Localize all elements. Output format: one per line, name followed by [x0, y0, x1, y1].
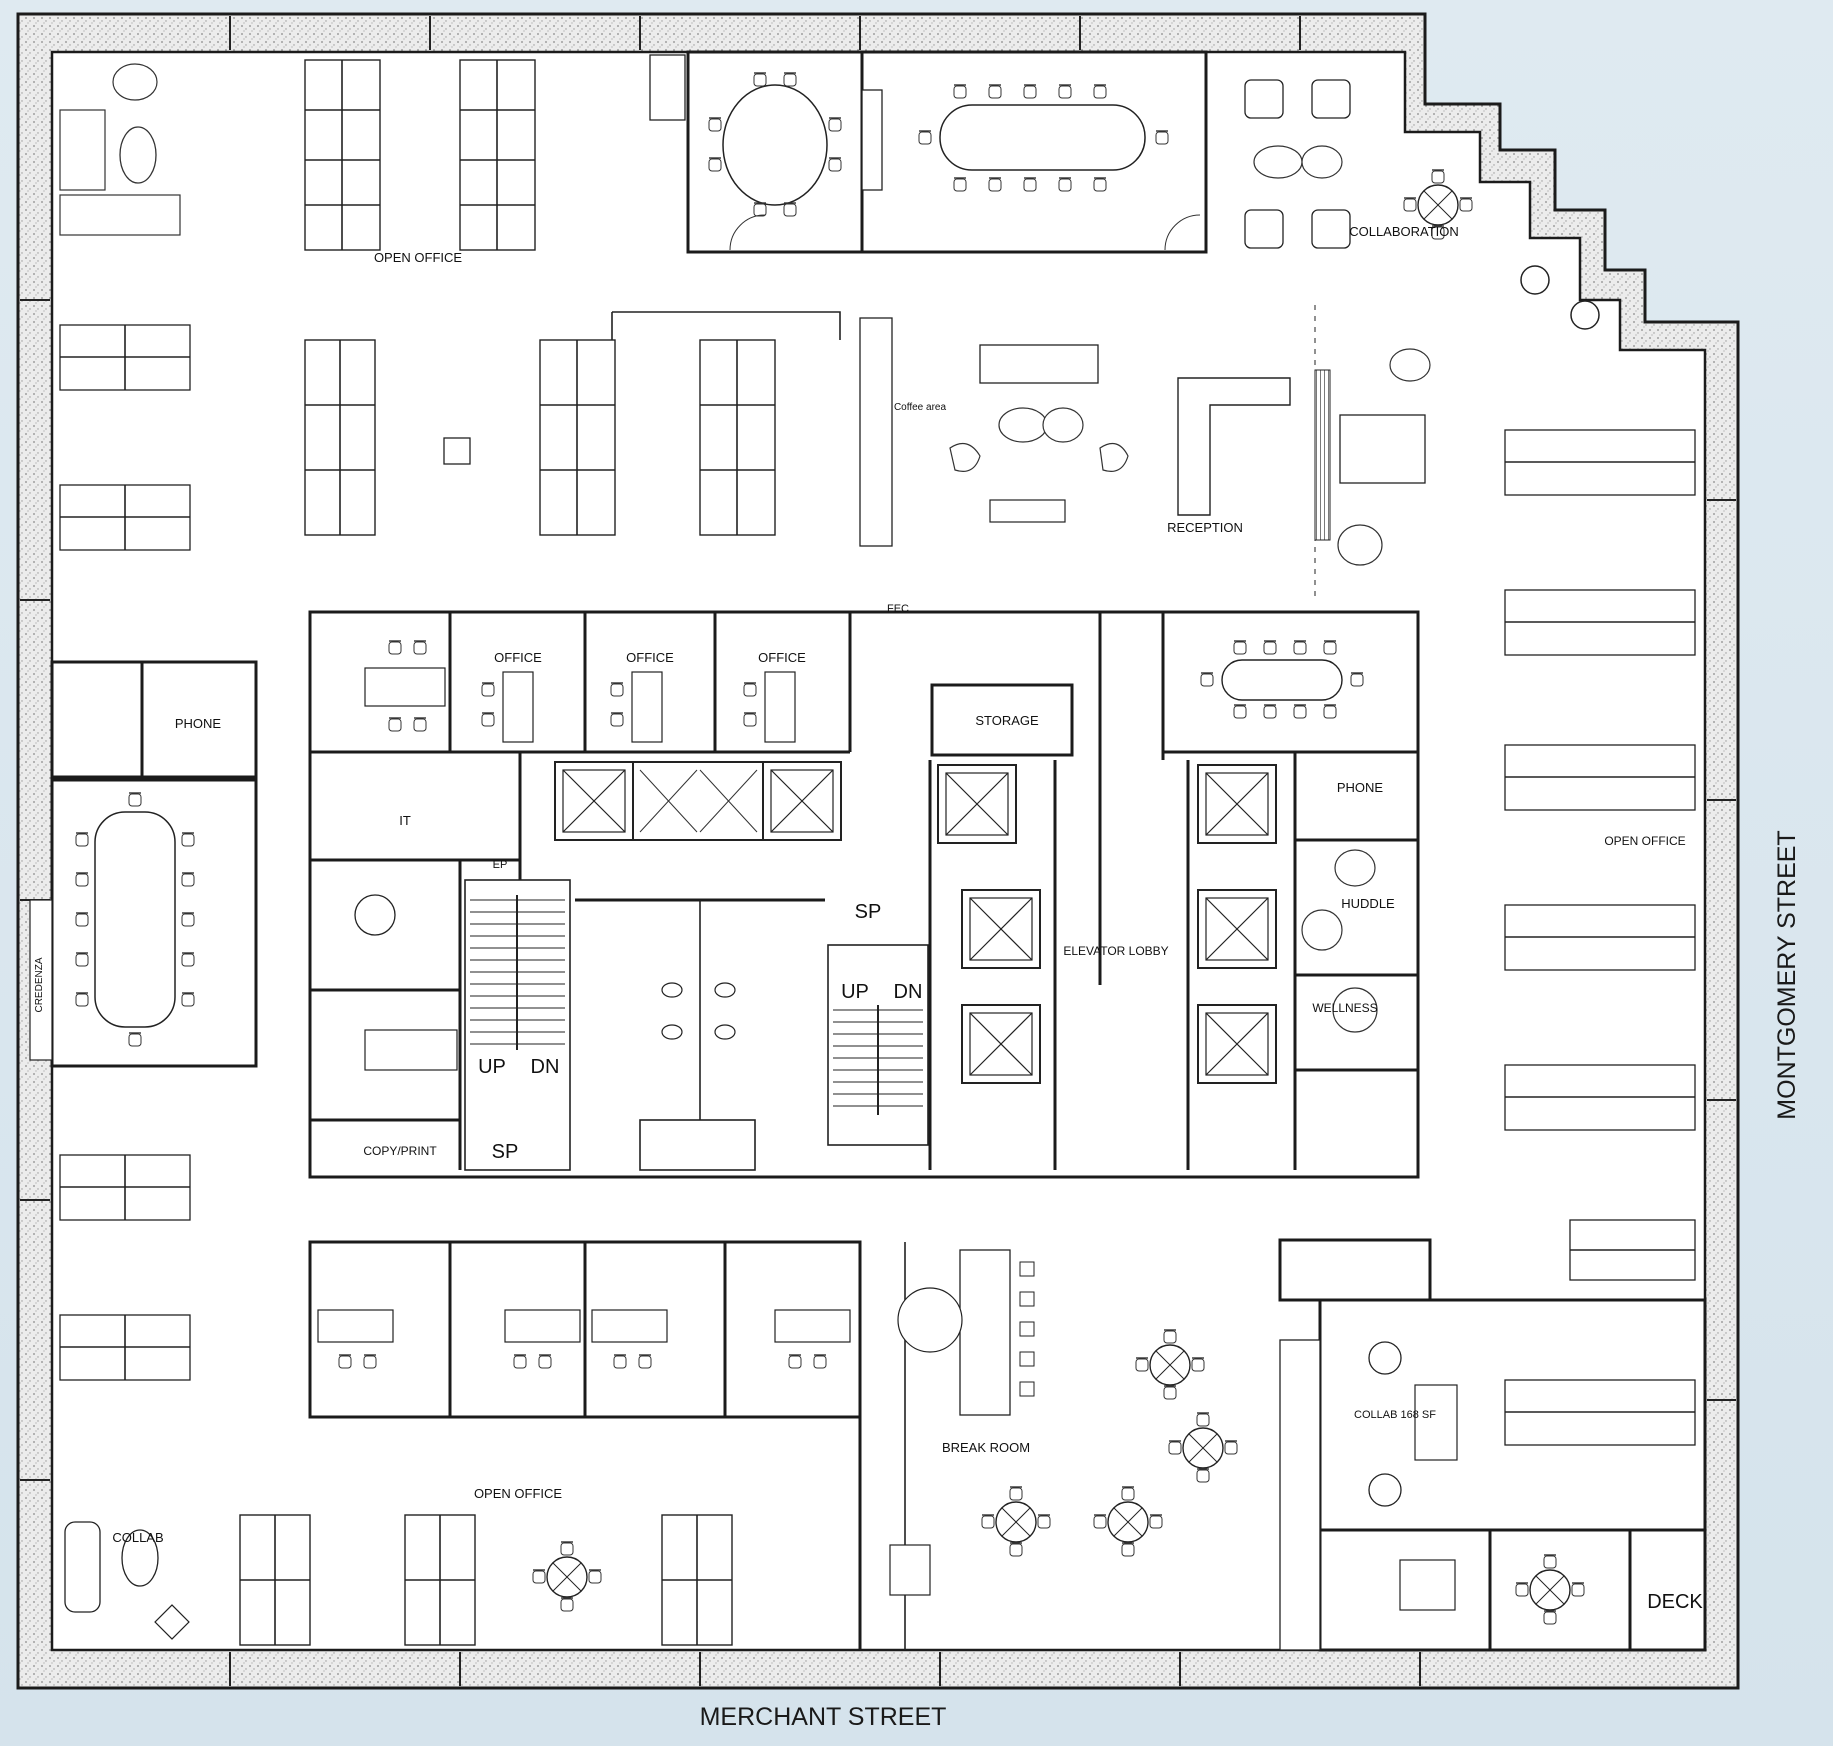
desk-cluster-mid-north [304, 311, 893, 547]
label-ep: EP [493, 859, 508, 871]
label-office-1: OFFICE [494, 650, 542, 665]
label-open-office-south: OPEN OFFICE [474, 1486, 562, 1501]
street-label-merchant: MERCHANT STREET [700, 1703, 947, 1731]
label-wellness: WELLNESS [1312, 1001, 1377, 1015]
label-collaboration: COLLABORATION [1349, 224, 1459, 239]
label-open-office-east: OPEN OFFICE [1604, 834, 1685, 848]
label-break-room: BREAK ROOM [942, 1440, 1030, 1455]
central-core [308, 610, 1420, 1179]
west-rooms [29, 660, 258, 1068]
label-phone-west: PHONE [175, 716, 222, 731]
nw-lounge [59, 63, 181, 236]
label-sp-2: SP [855, 901, 882, 923]
lounge-reception [949, 305, 1431, 600]
label-storage: STORAGE [975, 713, 1039, 728]
label-collab-se: COLLAB 168 SF [1354, 1409, 1436, 1421]
desk-cluster-north [304, 54, 686, 251]
label-copy: COPY/PRINT [363, 1144, 437, 1158]
label-phone-east: PHONE [1337, 780, 1384, 795]
label-it: IT [399, 813, 411, 828]
label-dn-east: DN [894, 981, 923, 1003]
label-deck: DECK [1647, 1591, 1703, 1613]
label-dn-west: DN [531, 1056, 560, 1078]
window-mullions [20, 16, 1736, 1686]
break-room [858, 1242, 1237, 1650]
se-rooms [1278, 1238, 1707, 1652]
west-desk-banks [59, 324, 191, 1381]
east-desk-banks [1504, 429, 1696, 1446]
collaboration-area [1244, 79, 1600, 330]
label-office-2: OFFICE [626, 650, 674, 665]
label-open-office-north: OPEN OFFICE [374, 250, 462, 265]
label-reception: RECEPTION [1167, 520, 1243, 535]
label-collab-sw: COLLAB [112, 1530, 163, 1545]
label-sp-1: SP [492, 1141, 519, 1163]
street-label-montgomery: MONTGOMERY STREET [1773, 830, 1801, 1119]
label-up-east: UP [841, 981, 869, 1003]
label-coffee-area: Coffee area [894, 402, 947, 413]
north-conference-rooms [686, 50, 1208, 254]
label-elevator-lobby: ELEVATOR LOBBY [1063, 944, 1168, 958]
label-credenza: CREDENZA [34, 957, 45, 1012]
label-office-3: OFFICE [758, 650, 806, 665]
label-up-west: UP [478, 1056, 506, 1078]
south-open-office [64, 1514, 733, 1646]
label-fec: FEC [887, 603, 909, 615]
label-huddle: HUDDLE [1341, 896, 1395, 911]
